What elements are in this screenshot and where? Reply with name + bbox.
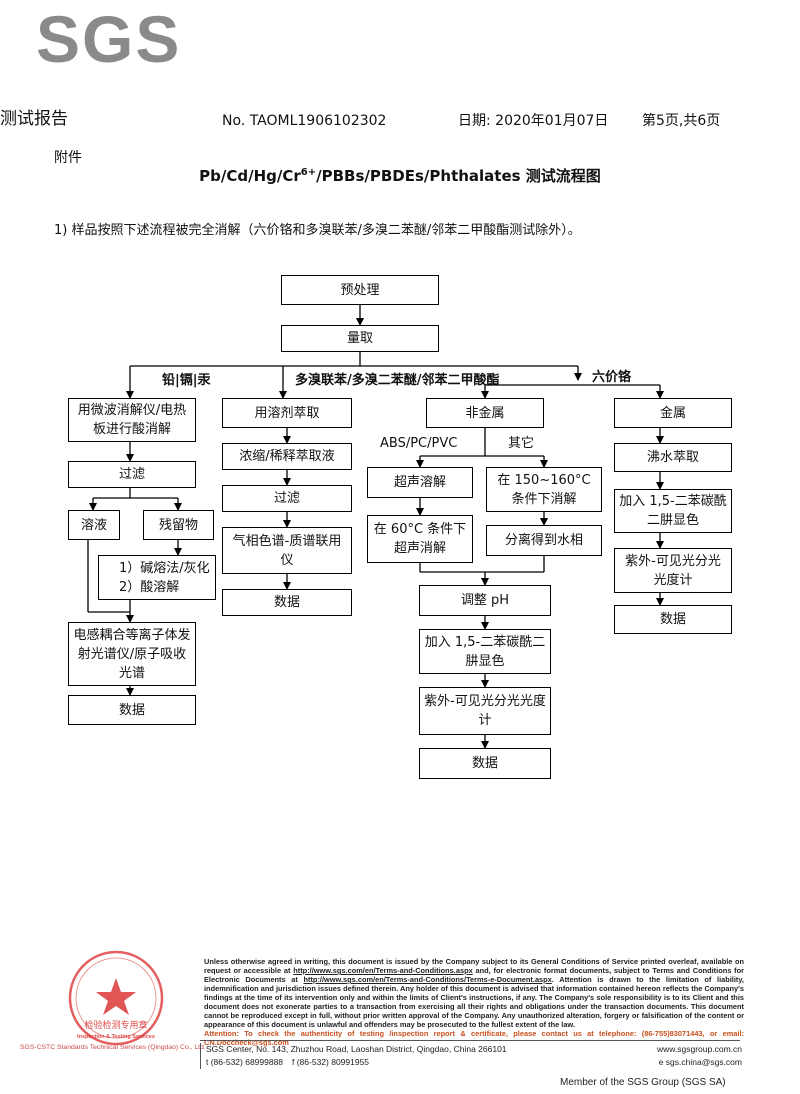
box-dpc-color-1: 加入 1,5-二苯碳酰二肼显色 (419, 629, 551, 674)
residue-step-alkali: 1）碱熔法/灰化 (119, 560, 210, 576)
footer-address: SGS Center, No. 143, Zhuzhou Road, Laosh… (206, 1044, 507, 1054)
flow-title: Pb/Cd/Hg/Cr6+/PBBs/PBDEs/Phthalates 测试流程… (0, 165, 800, 186)
disclaimer-part-1: Unless otherwise agreed in writing, this… (204, 957, 744, 975)
flow-title-elements: Pb/Cd/Hg/Cr (199, 167, 301, 185)
box-dpc-color-2: 加入 1,5-二苯碳酰二肼显色 (614, 489, 732, 533)
box-data-2: 数据 (222, 589, 352, 616)
report-date: 日期: 2020年01月07日 (458, 113, 609, 129)
footer-divider (200, 1040, 740, 1041)
flowchart-connectors (87, 305, 664, 749)
footer-phone: t (86-532) 68999888 (206, 1057, 284, 1067)
sgs-logo: SGS (36, 2, 182, 76)
box-data-1: 数据 (68, 695, 196, 725)
box-solvent-extraction: 用溶剂萃取 (222, 398, 352, 428)
disclaimer-part-2: and, for electronic format documents, su… (204, 966, 744, 984)
box-icp-aas: 电感耦合等离子体发射光谱仪/原子吸收光谱 (68, 622, 196, 686)
seal-company-text: SGS-CSTC Standards Technical Services (Q… (20, 1044, 206, 1051)
footer-fax: f (86-532) 80991955 (292, 1057, 370, 1067)
authenticity-attention: Attention: To check the authenticity of … (204, 1029, 744, 1047)
box-boiling-water-extraction: 沸水萃取 (614, 443, 732, 472)
box-separate-aqueous: 分离得到水相 (486, 525, 602, 556)
seal-text-cn: 检验检测专用章 (84, 1019, 147, 1031)
label-abs-pc-pvc: ABS/PC/PVC (380, 436, 458, 451)
inspection-seal: 检验检测专用章 Inspection & Testing Services (68, 950, 164, 1046)
box-ultrasonic-60: 在 60°C 条件下超声消解 (367, 515, 473, 563)
footer-left-rule (200, 1043, 201, 1069)
branch-label-organics: 多溴联苯/多溴二苯醚/邻苯二甲酸酯 (295, 373, 500, 388)
seal-star-icon (96, 978, 136, 1015)
box-solution: 溶液 (68, 510, 120, 540)
box-pretreatment: 预处理 (281, 275, 439, 305)
box-gcms: 气相色谱-质谱联用仪 (222, 527, 352, 574)
branch-label-metals: 铅|镉|汞 (162, 373, 211, 388)
flow-title-rest: /PBBs/PBDEs/Phthalates 测试流程图 (316, 167, 601, 185)
flow-title-superscript: 6+ (300, 167, 317, 178)
box-filter-1: 过滤 (68, 461, 196, 488)
box-data-3: 数据 (419, 748, 551, 779)
disclaimer-text: Unless otherwise agreed in writing, this… (204, 957, 744, 1047)
footer-member: Member of the SGS Group (SGS SA) (560, 1077, 726, 1088)
e-terms-link[interactable]: http://www.sgs.com/en/Terms-and-Conditio… (303, 975, 552, 984)
report-number: No. TAOML1906102302 (222, 113, 387, 129)
terms-link[interactable]: http://www.sgs.com/en/Terms-and-Conditio… (293, 966, 473, 975)
intro-note: 1) 样品按照下述流程被完全消解（六价铬和多溴联苯/多溴二苯醚/邻苯二甲酸酯测试… (54, 223, 581, 238)
box-data-4: 数据 (614, 605, 732, 634)
box-residue-treatment: 1）碱熔法/灰化 2）酸溶解 (98, 555, 216, 600)
box-uvvis-2: 紫外-可见光分光光度计 (614, 548, 732, 593)
footer-email: e sgs.china@sgs.com (658, 1057, 742, 1067)
footer-website: www.sgsgroup.com.cn (656, 1044, 742, 1054)
box-uvvis-1: 紫外-可见光分光光度计 (419, 687, 551, 735)
label-other: 其它 (508, 436, 535, 451)
box-adjust-ph: 调整 pH (419, 585, 551, 616)
box-nonmetal: 非金属 (426, 398, 544, 428)
branch-label-cr6: 六价铬 (592, 370, 632, 385)
box-filter-2: 过滤 (222, 485, 352, 512)
box-digest-150: 在 150~160°C 条件下消解 (486, 467, 602, 512)
report-title: 测试报告 (0, 109, 68, 129)
page-indicator: 第5页,共6页 (642, 113, 721, 129)
box-ultrasonic-dissolve: 超声溶解 (367, 467, 473, 498)
box-measure: 量取 (281, 325, 439, 352)
attachment-label: 附件 (54, 150, 82, 166)
disclaimer-part-3: . Attention is drawn to the limitation o… (204, 975, 744, 1029)
box-metal: 金属 (614, 398, 732, 428)
box-concentrate-dilute: 浓缩/稀释萃取液 (222, 443, 352, 470)
residue-step-acid: 2）酸溶解 (119, 579, 180, 595)
box-residue: 残留物 (143, 510, 214, 540)
seal-text-en: Inspection & Testing Services (77, 1034, 155, 1040)
box-acid-digestion: 用微波消解仪/电热板进行酸消解 (68, 398, 196, 442)
